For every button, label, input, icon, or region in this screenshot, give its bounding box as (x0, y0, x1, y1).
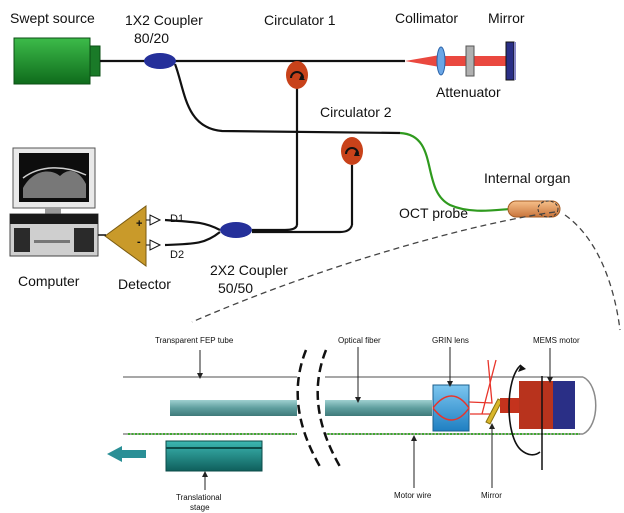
label-minus: - (137, 236, 141, 248)
label-mirror-bottom: Mirror (481, 491, 502, 500)
label-mems-motor: MEMS motor (533, 336, 580, 345)
label-collimator: Collimator (395, 10, 459, 26)
label-coupler2-line1: 2X2 Coupler (210, 262, 288, 278)
circulator-2 (341, 137, 363, 165)
label-motor-wire: Motor wire (394, 491, 432, 500)
label-coupler1-line1: 1X2 Coupler (125, 12, 203, 28)
coupler-1x2 (144, 53, 176, 69)
zoom-line-right (564, 214, 621, 331)
label-fep-tube: Transparent FEP tube (155, 336, 234, 345)
reference-arm (405, 41, 516, 81)
label-computer: Computer (18, 273, 80, 289)
label-swept-source: Swept source (10, 10, 95, 26)
label-grin-lens: GRIN lens (432, 336, 469, 345)
swept-source (13, 37, 101, 85)
circulator-1 (286, 61, 308, 89)
label-circulator2: Circulator 2 (320, 104, 392, 120)
grin-lens (432, 384, 470, 432)
label-translational-stage-line1: Translational (176, 493, 222, 502)
label-oct-probe: OCT probe (399, 205, 468, 221)
label-optical-fiber: Optical fiber (338, 336, 381, 345)
oct-probe-fiber (399, 131, 511, 212)
label-mirror-top: Mirror (488, 10, 525, 26)
fiber-network (100, 59, 405, 247)
mirror-top-block (505, 41, 515, 81)
balanced-detector (104, 205, 162, 267)
label-detector: Detector (118, 276, 171, 292)
translational-stage (165, 440, 263, 472)
mems-motor-body (519, 381, 553, 429)
computer (9, 147, 106, 257)
label-coupler2-line2: 50/50 (218, 280, 254, 296)
label-d1: D1 (170, 213, 185, 225)
label-circulator1: Circulator 1 (264, 12, 336, 28)
label-d2: D2 (170, 249, 185, 261)
label-translational-stage-line2: stage (190, 503, 210, 512)
collimator-lens (436, 46, 446, 76)
label-coupler1-line2: 80/20 (134, 30, 170, 46)
attenuator-block (465, 45, 475, 77)
label-attenuator: Attenuator (436, 84, 501, 100)
internal-organ (507, 200, 561, 218)
probe-detail (107, 347, 597, 490)
label-plus: + (136, 218, 143, 230)
label-internal-organ: Internal organ (484, 170, 571, 186)
stage-direction-arrow (107, 446, 146, 462)
coupler-2x2 (220, 222, 252, 238)
zoom-line-left (191, 211, 556, 323)
